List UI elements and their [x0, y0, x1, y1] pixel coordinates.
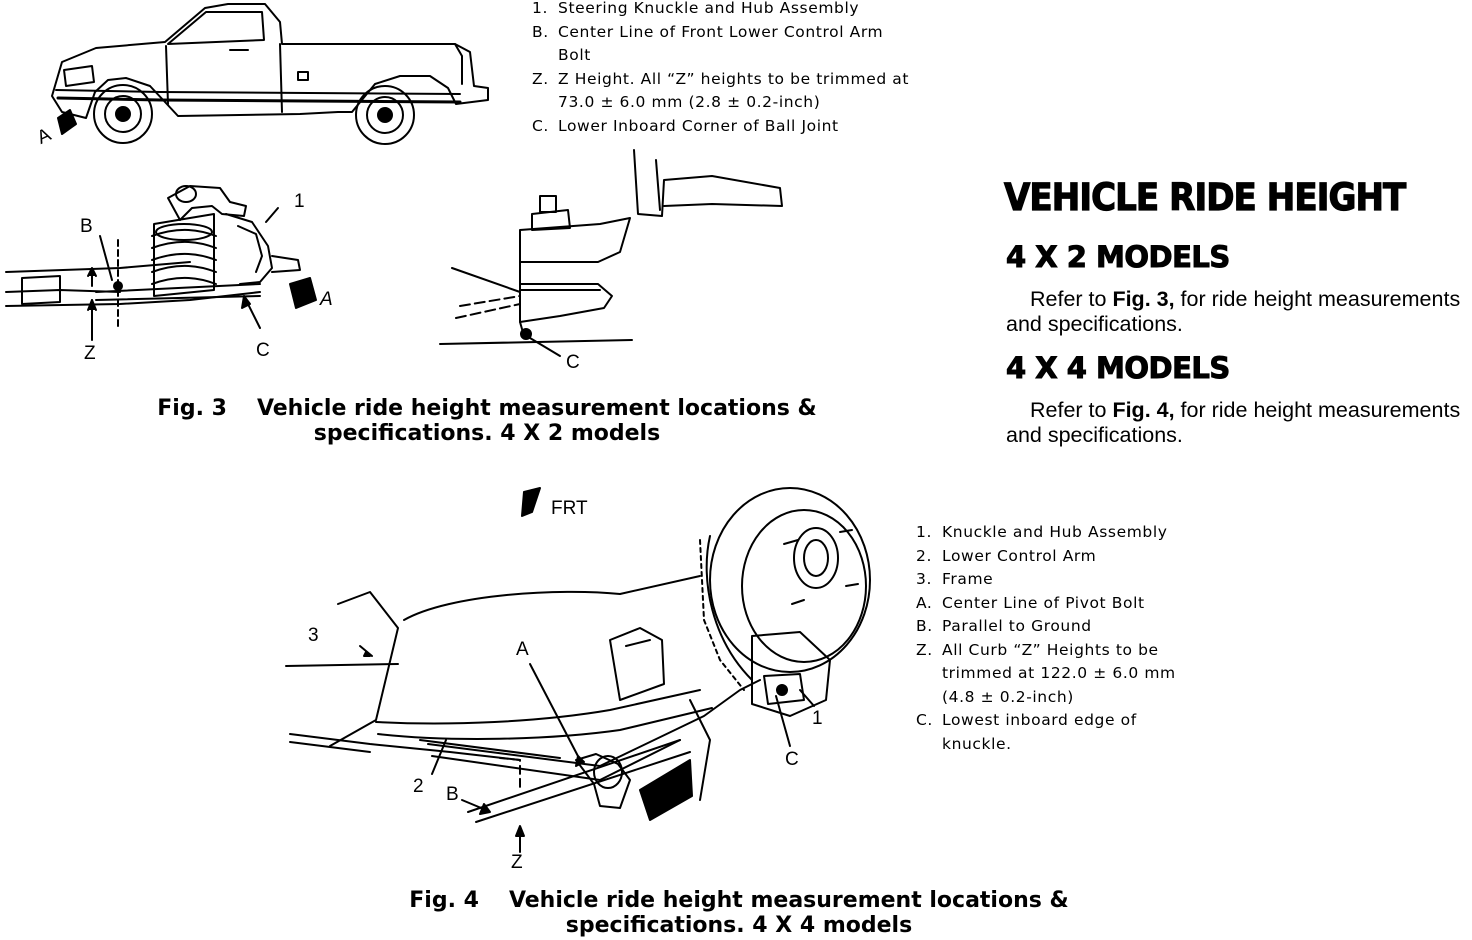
- legend-key: 3.: [916, 570, 932, 588]
- legend-key: C.: [532, 116, 549, 135]
- fig4-legend-item: C. Lowest inboard edge of knuckle.: [916, 709, 1246, 756]
- legend-key: Z.: [916, 640, 933, 659]
- fig3-legend-item: 1. Steering Knuckle and Hub Assembly: [532, 0, 962, 21]
- legend-key: A.: [916, 593, 933, 612]
- fig4-front-suspension-illustration: [286, 488, 870, 852]
- callout-c-right: C: [566, 352, 580, 373]
- fig4-legend-item: 3. Frame: [916, 568, 1246, 592]
- callout-1: 1: [294, 191, 305, 212]
- legend-key: B.: [916, 617, 933, 635]
- callout-b: B: [446, 784, 459, 805]
- fig4-legend-item: B. Parallel to Ground: [916, 615, 1246, 639]
- fig3-legend: 1. Steering Knuckle and Hub Assembly B. Ce…: [532, 0, 962, 138]
- fig3-caption-line2: specifications. 4 X 2 models: [313, 421, 661, 446]
- legend-text: Center Line of Front Lower Control Arm B…: [558, 22, 884, 65]
- fig3-caption-number: Fig. 3: [157, 396, 227, 421]
- subsection-heading-4x2: 4 X 2 MODELS: [1006, 240, 1231, 275]
- fig4-legend-item: 2. Lower Control Arm: [916, 545, 1246, 569]
- callout-z: Z: [84, 343, 96, 364]
- subsection-body-4x2: Refer to Fig. 3, for ride height measure…: [1006, 287, 1472, 337]
- fig3-caption-line1: Fig. 3 Vehicle ride height measurement lo…: [72, 396, 902, 421]
- legend-text: Frame: [942, 570, 994, 588]
- legend-text: Lower Control Arm: [942, 546, 1097, 565]
- callout-3: 3: [308, 625, 319, 646]
- section-title: VEHICLE RIDE HEIGHT: [1003, 175, 1406, 219]
- pickup-truck-illustration: [52, 4, 488, 144]
- body-text: for ride height measurements and specifi…: [1006, 287, 1461, 336]
- callout-c: C: [785, 749, 799, 770]
- fig4-caption: Fig. 4 Vehicle ride height measurement lo…: [324, 888, 1154, 938]
- fig4-caption-line1: Fig. 4 Vehicle ride height measurement lo…: [324, 888, 1154, 913]
- legend-text: Steering Knuckle and Hub Assembly: [558, 0, 860, 17]
- legend-text: Knuckle and Hub Assembly: [942, 523, 1168, 541]
- subsection-body-4x4: Refer to Fig. 4, for ride height measure…: [1006, 398, 1472, 448]
- fig3-front-suspension-illustration: [6, 186, 316, 340]
- legend-text: All Curb “Z” Heights to be trimmed at 12…: [942, 640, 1176, 706]
- callout-c-left: C: [256, 340, 270, 361]
- callout-b: B: [80, 216, 93, 237]
- fig3-ball-joint-detail-illustration: [440, 150, 782, 356]
- legend-key: 2.: [916, 546, 932, 565]
- fig4-legend-item: Z. All Curb “Z” Heights to be trimmed at …: [916, 639, 1246, 710]
- legend-text: Parallel to Ground: [942, 617, 1092, 635]
- fig4-legend: 1. Knuckle and Hub Assembly 2. Lower Contr…: [916, 521, 1246, 756]
- fig4-caption-number: Fig. 4: [409, 888, 479, 913]
- fig3-legend-item: C. Lower Inboard Corner of Ball Joint: [532, 115, 962, 139]
- legend-text: Z Height. All “Z” heights to be trimmed …: [558, 69, 910, 112]
- fig4-legend-item: A. Center Line of Pivot Bolt: [916, 592, 1246, 616]
- callout-frt: FRT: [551, 498, 588, 519]
- fig3-legend-item: B. Center Line of Front Lower Control Arm…: [532, 21, 962, 68]
- fig-reference: Fig. 3,: [1112, 287, 1175, 311]
- legend-text: Lowest inboard edge of knuckle.: [942, 711, 1137, 753]
- legend-key: C.: [916, 711, 933, 729]
- body-text: Refer to: [1030, 398, 1113, 422]
- legend-text: Center Line of Pivot Bolt: [942, 593, 1145, 612]
- fig3-legend-item: Z. Z Height. All “Z” heights to be trimme…: [532, 68, 962, 115]
- callout-a: A: [320, 289, 333, 310]
- legend-text: Lower Inboard Corner of Ball Joint: [558, 116, 839, 135]
- fig3-caption: Fig. 3 Vehicle ride height measurement lo…: [72, 396, 902, 446]
- fig3-caption-text: Vehicle ride height measurement location…: [256, 396, 817, 421]
- body-text: Refer to: [1030, 287, 1113, 311]
- legend-key: Z.: [532, 69, 549, 88]
- callout-a: A: [516, 639, 529, 660]
- fig-reference: Fig. 4,: [1112, 398, 1175, 422]
- callout-z: Z: [511, 852, 523, 873]
- callout-2: 2: [413, 776, 424, 797]
- legend-key: 1.: [916, 523, 932, 541]
- legend-key: B.: [532, 22, 549, 41]
- body-text: for ride height measurements and specifi…: [1006, 398, 1461, 447]
- subsection-heading-4x4: 4 X 4 MODELS: [1006, 351, 1231, 386]
- fig4-caption-line2: specifications. 4 X 4 models: [565, 913, 913, 938]
- fig4-caption-text: Vehicle ride height measurement location…: [508, 888, 1069, 913]
- fig4-legend-item: 1. Knuckle and Hub Assembly: [916, 521, 1246, 545]
- callout-1: 1: [812, 708, 823, 729]
- legend-key: 1.: [532, 0, 548, 17]
